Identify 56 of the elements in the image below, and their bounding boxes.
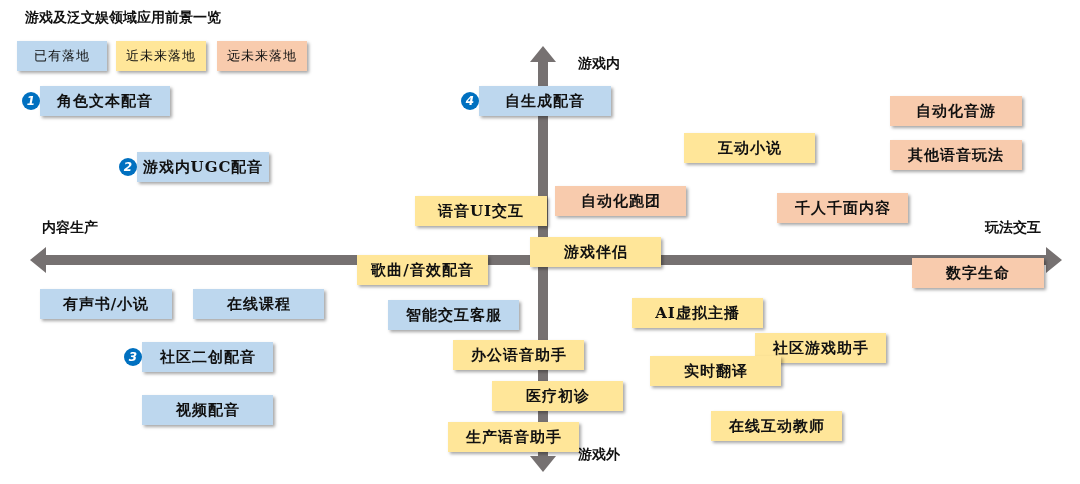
application-card: [650, 356, 781, 386]
application-name: 歌曲/音效配音: [371, 260, 474, 280]
application-name: 自生成配音: [505, 91, 585, 111]
application-card: [684, 133, 815, 163]
application-card: [711, 411, 842, 441]
application-name: 在线课程: [226, 294, 291, 314]
application-name: 办公语音助手: [470, 345, 567, 365]
application-card: [912, 258, 1044, 288]
application-card: [890, 140, 1022, 170]
application-card: [357, 255, 488, 285]
application-card: [448, 422, 579, 452]
application-name: 智能交互客服: [405, 305, 502, 325]
application-name: 其他语音玩法: [908, 145, 1004, 165]
application-name: 语音UI交互: [437, 201, 525, 221]
application-name: 在线互动教师: [728, 416, 825, 436]
legend-key: 已有落地: [17, 41, 107, 71]
application-name: 社区游戏助手: [772, 338, 869, 358]
application-card: [755, 333, 886, 363]
axis-label: 游戏内: [578, 55, 620, 73]
number-badge: 1: [22, 92, 40, 110]
application-name: AI虚拟主播: [655, 303, 740, 323]
application-card: [193, 289, 324, 319]
application-name: 游戏内UGC配音: [142, 157, 264, 177]
application-name: 实时翻译: [683, 361, 748, 381]
application-name: 医疗初诊: [525, 386, 590, 406]
application-card: [890, 96, 1022, 126]
application-name: 角色文本配音: [57, 91, 153, 111]
application-card: [453, 340, 584, 370]
application-card: [142, 395, 273, 425]
application-name: 自动化音游: [916, 101, 996, 121]
number-badge: 3: [124, 348, 142, 366]
axis-label: 玩法交互: [985, 219, 1041, 237]
legend-key: 远未来落地: [217, 41, 307, 71]
application-name: 生产语音助手: [465, 427, 562, 447]
application-card: [632, 298, 763, 328]
application-name: 有声书/小说: [62, 294, 150, 314]
application-name: 自动化跑团: [580, 191, 661, 211]
axis-label: 游戏外: [578, 446, 620, 464]
application-name: 社区二创配音: [159, 347, 256, 367]
application-name: 数字生命: [946, 263, 1010, 283]
application-name: 千人千面内容: [794, 198, 891, 218]
application-card: [530, 237, 661, 267]
diagram-title: 游戏及泛文娱领域应用前景一览: [25, 9, 221, 27]
application-name: 游戏伴侣: [563, 242, 628, 262]
application-card: [40, 289, 172, 319]
number-badge: 2: [119, 158, 137, 176]
application-card: [492, 381, 623, 411]
application-card: [555, 186, 686, 216]
application-name: 视频配音: [175, 400, 240, 420]
application-name: 互动小说: [717, 138, 782, 158]
application-card: [415, 196, 547, 226]
legend-key: 近未来落地: [116, 41, 206, 71]
axis-label: 内容生产: [42, 219, 98, 237]
number-badge: 4: [461, 92, 479, 110]
application-card: [388, 300, 519, 330]
application-card: [777, 193, 908, 223]
